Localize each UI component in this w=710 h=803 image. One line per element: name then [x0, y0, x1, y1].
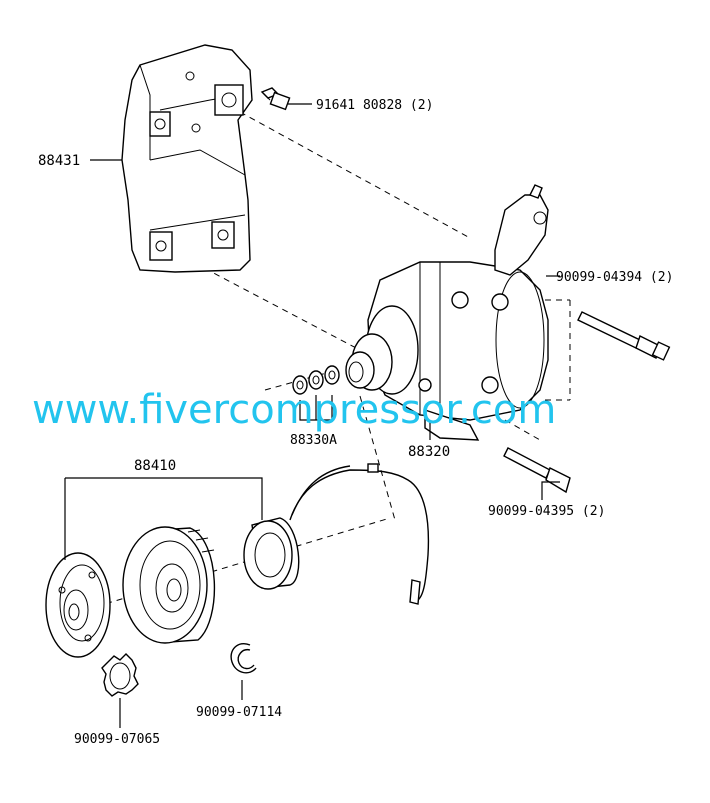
label-bracket-bolt: 91641 80828 (2): [316, 98, 433, 113]
snap-ring: [230, 643, 257, 674]
bracket-88431: [121, 44, 253, 273]
clutch-pulley: [122, 526, 216, 644]
hub-washer: [101, 653, 139, 697]
bracket-bolt: [260, 87, 291, 111]
shim-set-88330a: [292, 365, 340, 395]
compressor-bolt-lower: [503, 447, 571, 494]
leader-lines: [64, 103, 560, 728]
compressor-88320: [345, 184, 549, 441]
field-coil: [243, 463, 430, 605]
label-compressor-bolt-upper: 90099-04394 (2): [556, 270, 673, 285]
clutch-hub: [45, 552, 111, 658]
label-bracket: 88431: [38, 153, 80, 169]
compressor-bolt-upper: [577, 311, 671, 361]
label-shim-set: 88330A: [290, 433, 337, 448]
watermark-text: www.fivercompressor.com: [32, 387, 556, 433]
label-compressor-bolt-lower: 90099-04395 (2): [488, 504, 605, 519]
label-compressor: 88320: [408, 444, 450, 460]
label-snap-ring: 90099-07114: [196, 705, 282, 720]
label-clutch-assembly: 88410: [134, 458, 176, 474]
label-hub-washer: 90099-07065: [74, 732, 160, 747]
